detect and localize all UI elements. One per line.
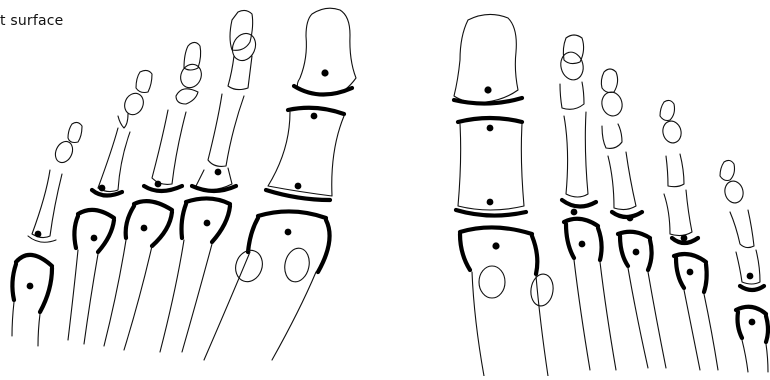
left-foot-toe-2 bbox=[160, 10, 260, 352]
right-foot-toe-1 bbox=[454, 14, 555, 376]
right-foot-toe-2 bbox=[558, 35, 616, 370]
left-foot-toe-3 bbox=[104, 42, 205, 350]
left-foot-toe-1 bbox=[204, 8, 356, 360]
right-foot-drawing bbox=[454, 14, 768, 376]
right-foot-toe-4 bbox=[660, 100, 718, 370]
right-foot-toe-3 bbox=[599, 69, 666, 368]
figure-caption: t surface bbox=[0, 13, 63, 29]
right-foot-toe-5 bbox=[720, 160, 768, 372]
left-foot-drawing bbox=[12, 8, 356, 360]
left-foot-toe-4 bbox=[68, 70, 152, 344]
